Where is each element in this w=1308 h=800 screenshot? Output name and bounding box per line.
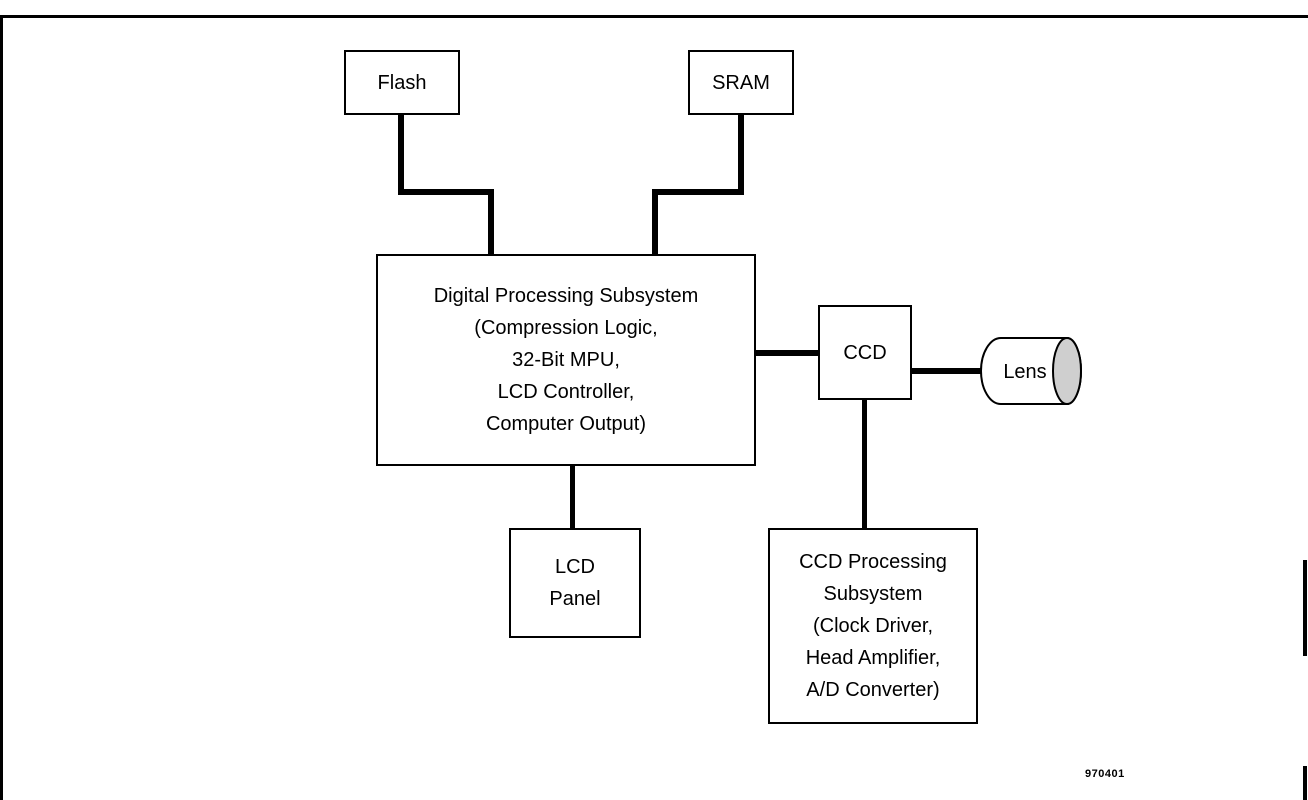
- lens-label: Lens: [1003, 361, 1046, 383]
- ccd-proc-title: CCD Processing: [799, 551, 947, 573]
- lens-icon: Lens: [980, 337, 1082, 405]
- wire-flash-to-dps: [488, 189, 494, 256]
- wire-ccd-to-lens: [910, 368, 982, 374]
- dps-line-4: LCD Controller,: [497, 381, 635, 403]
- ccd-block: CCD: [818, 305, 912, 400]
- dps-line-3: 32-Bit MPU,: [512, 349, 620, 371]
- ccd-proc-line-2: Subsystem: [823, 583, 923, 605]
- wire-ccd-to-ccdproc: [862, 398, 867, 530]
- ccd-label: CCD: [843, 341, 887, 364]
- wire-dps-to-ccd: [754, 350, 820, 356]
- dps-line-2: (Compression Logic,: [474, 317, 658, 339]
- ccd-proc-line-4: Head Amplifier,: [805, 647, 941, 669]
- flash-label: Flash: [377, 71, 427, 94]
- sram-label: SRAM: [712, 71, 770, 94]
- wire-flash-down: [398, 113, 404, 195]
- ccd-proc-line-3: (Clock Driver,: [812, 615, 933, 637]
- lcd-panel-line-1: LCD: [554, 556, 595, 578]
- wire-sram-to-dps: [652, 189, 658, 256]
- dps-title: Digital Processing Subsystem: [433, 285, 699, 307]
- flash-block: Flash: [344, 50, 460, 115]
- wire-dps-to-lcd: [570, 464, 575, 530]
- frame-edge-mark: [1303, 560, 1307, 656]
- lcd-panel-block: LCD Panel: [509, 528, 641, 638]
- diagram-frame: [0, 15, 1308, 800]
- wire-flash-horizontal: [398, 189, 494, 195]
- digital-processing-block: Digital Processing Subsystem (Compressio…: [376, 254, 756, 466]
- ccd-proc-line-5: A/D Converter): [806, 679, 940, 701]
- frame-edge-mark-lower: [1303, 766, 1307, 800]
- lcd-panel-line-2: Panel: [549, 588, 601, 610]
- wire-sram-down: [738, 113, 744, 195]
- dps-line-5: Computer Output): [485, 413, 647, 435]
- sram-block: SRAM: [688, 50, 794, 115]
- figure-number: 970401: [1085, 768, 1125, 780]
- wire-sram-horizontal: [652, 189, 744, 195]
- ccd-processing-block: CCD Processing Subsystem (Clock Driver, …: [768, 528, 978, 724]
